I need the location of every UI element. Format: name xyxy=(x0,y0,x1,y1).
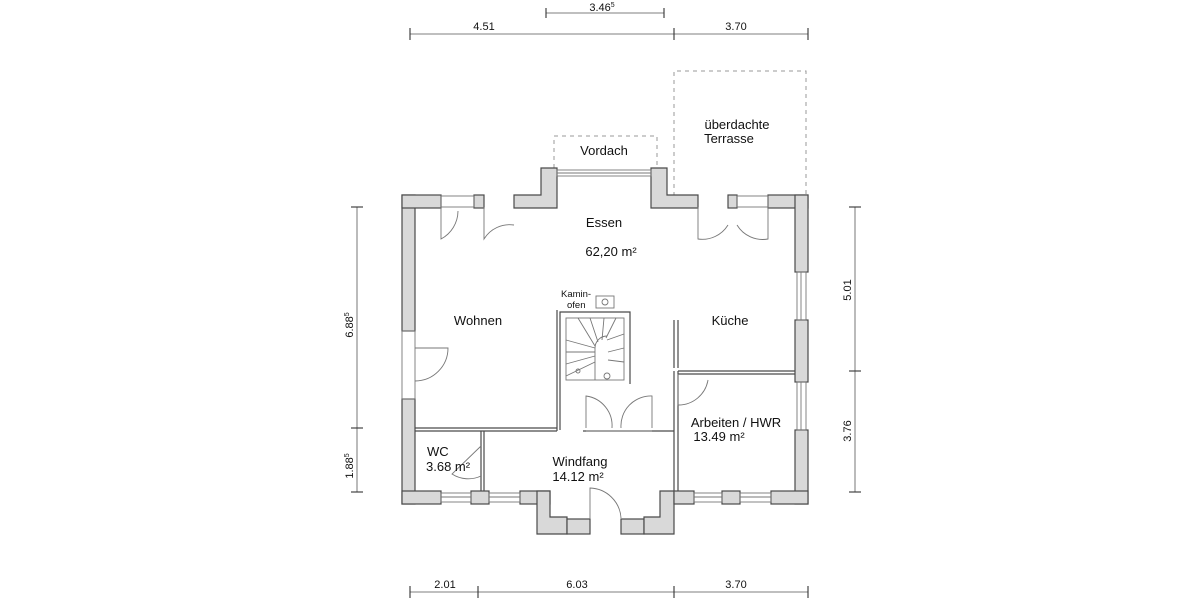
room-label-wc: WC xyxy=(427,444,449,459)
room-label-terrasse-1: überdachte xyxy=(704,117,769,132)
room-area-wc: 3.68 m² xyxy=(426,459,471,474)
interior-walls xyxy=(415,310,795,491)
doors xyxy=(401,195,769,519)
dim-bottom-right: 3.70 xyxy=(725,579,746,591)
staircase xyxy=(565,317,625,381)
room-label-arbeiten: Arbeiten / HWR xyxy=(691,415,781,430)
room-area-arbeiten: 13.49 m² xyxy=(693,429,745,444)
room-labels: Vordach überdachte Terrasse Essen 62,20 … xyxy=(426,117,781,484)
dim-top-right: 3.70 xyxy=(725,21,746,33)
room-label-windfang: Windfang xyxy=(553,454,608,469)
windows xyxy=(440,169,807,503)
dim-right-lower: 3.76 xyxy=(842,420,854,441)
fireplace-stove xyxy=(595,295,615,309)
dim-left-upper: 6.885 xyxy=(344,312,356,337)
room-area-essen: 62,20 m² xyxy=(585,244,637,259)
room-label-wohnen: Wohnen xyxy=(454,313,502,328)
dim-top-left: 4.51 xyxy=(473,21,494,33)
stove-label-2: ofen xyxy=(567,300,586,311)
dim-top-center: 3.465 xyxy=(589,2,614,14)
dimension-labels: 4.51 3.465 3.70 2.01 6.03 3.70 6.885 1.8… xyxy=(344,2,854,591)
dim-bottom-left: 2.01 xyxy=(434,579,455,591)
room-label-terrasse-2: Terrasse xyxy=(704,131,754,146)
dim-right-upper: 5.01 xyxy=(842,279,854,300)
dimension-lines xyxy=(351,8,861,598)
room-area-windfang: 14.12 m² xyxy=(552,469,604,484)
dim-left-lower: 1.885 xyxy=(344,453,356,478)
stove-label-1: Kamin- xyxy=(561,289,591,300)
room-label-kueche: Küche xyxy=(712,313,749,328)
room-label-vordach: Vordach xyxy=(580,143,628,158)
room-label-essen: Essen xyxy=(586,215,622,230)
dim-bottom-center: 6.03 xyxy=(566,579,587,591)
canopy-outlines xyxy=(553,70,807,196)
